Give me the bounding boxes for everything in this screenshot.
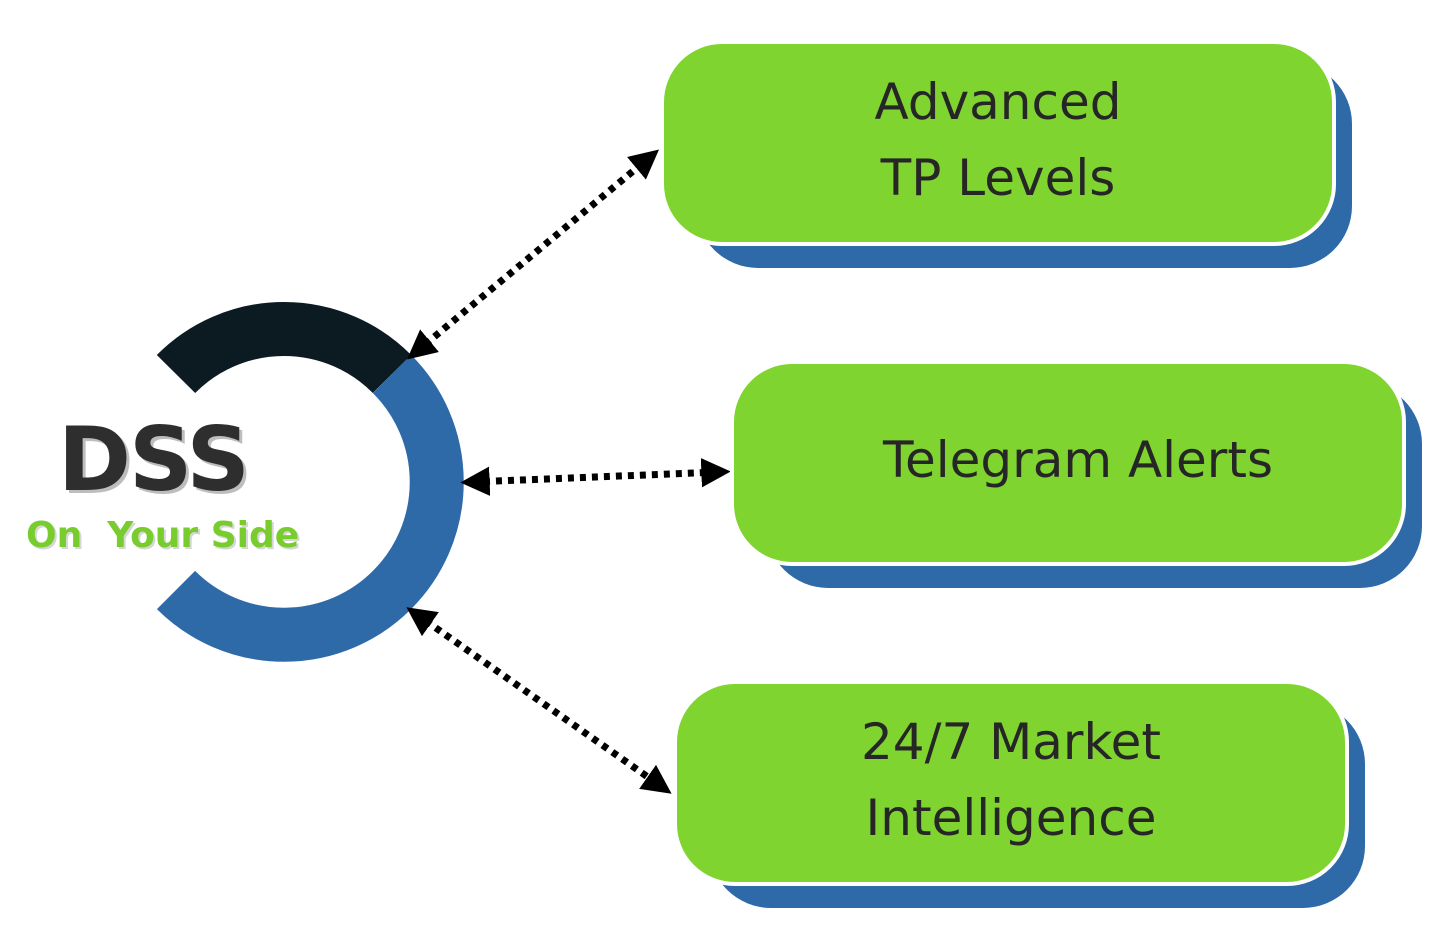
- logo-ring-blue-arc: [156, 354, 464, 662]
- logo-tagline: On Your Side: [26, 515, 300, 556]
- feature-label: 24/7 Market Intelligence: [860, 713, 1162, 847]
- feature-label: Telegram Alerts: [882, 431, 1274, 489]
- feature-advanced-tp-levels: Advanced TP Levels: [660, 40, 1352, 268]
- connector-telegram: [460, 458, 731, 496]
- logo-title: DSS: [58, 408, 250, 511]
- feature-market-intelligence: 24/7 Market Intelligence: [673, 680, 1365, 908]
- feature-telegram-alerts: Telegram Alerts: [730, 360, 1422, 588]
- feature-box: Telegram Alerts: [730, 360, 1406, 566]
- feature-box: 24/7 Market Intelligence: [673, 680, 1349, 886]
- feature-label: Advanced TP Levels: [874, 73, 1122, 207]
- connector-market-intelligence: [406, 607, 672, 794]
- logo-ring-dark-arc: [156, 301, 412, 394]
- feature-box: Advanced TP Levels: [660, 40, 1336, 246]
- connector-advanced-tp: [406, 149, 660, 360]
